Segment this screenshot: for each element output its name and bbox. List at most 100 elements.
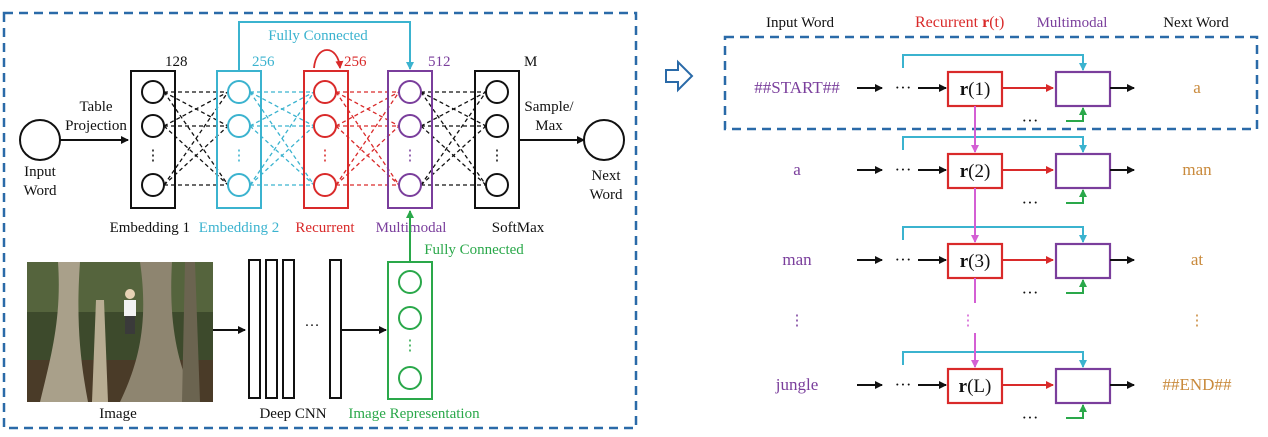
multimodal-node-3 <box>398 173 422 197</box>
recurrent-label: Recurrent <box>295 220 355 236</box>
recurrent-self-loop <box>313 49 344 69</box>
image-feature-arrow <box>1066 189 1087 204</box>
image-repr-vdots: ⋮ <box>403 338 418 354</box>
jungle-photo <box>27 262 213 402</box>
next-word-label-1: Next <box>591 168 621 184</box>
recurrent-state-box <box>946 367 1004 405</box>
multimodal-size: 512 <box>428 54 451 70</box>
recurrent-node-2 <box>313 114 337 138</box>
recurrent-size: 256 <box>344 54 367 70</box>
multimodal-box <box>1054 152 1112 190</box>
multimodal-box <box>1054 242 1112 280</box>
row-dots: ··· <box>895 250 912 269</box>
softmax-node-1 <box>485 80 509 104</box>
embedding1-node-1 <box>141 80 165 104</box>
softmax-vdots: ⋮ <box>490 148 505 164</box>
image-label: Image <box>99 406 137 422</box>
left-panel-border <box>2 11 638 430</box>
embedding2-vdots: ⋮ <box>232 148 247 164</box>
softmax-label: SoftMax <box>492 220 545 236</box>
row-dots: ··· <box>895 160 912 179</box>
recurrent-state-label: r(1) <box>960 79 991 100</box>
embedding-skip-arrow <box>902 54 1087 71</box>
embedding1-node-3 <box>141 173 165 197</box>
multimodal-box <box>1054 70 1112 108</box>
row-next-word: at <box>1191 250 1204 269</box>
row-image-dots: ··· <box>1022 111 1039 130</box>
embedding1-size: 128 <box>165 54 188 70</box>
embedding2-node-2 <box>227 114 251 138</box>
fully-connected-top-label: Fully Connected <box>268 28 368 44</box>
input-word-label-2: Word <box>24 183 57 199</box>
image-feature-arrow <box>1066 107 1087 122</box>
fully-connected-top-arrow <box>238 21 414 71</box>
softmax-size: M <box>524 54 537 70</box>
image-repr-node-3 <box>398 366 422 390</box>
image-feature-arrow <box>1066 279 1087 294</box>
header-recurrent-r: r <box>982 14 989 31</box>
recurrent-state-label: r(L) <box>959 376 992 397</box>
embedding2-size: 256 <box>252 54 275 70</box>
next-word-node <box>583 119 625 161</box>
row-image-dots: ··· <box>1022 408 1039 427</box>
header-recurrent: Recurrent r(t) <box>915 14 1004 31</box>
layer-nodes: ⋮ ⋮ ⋮ ⋮ ⋮ <box>141 80 509 197</box>
image-representation-label: Image Representation <box>348 406 480 422</box>
softmax-node-3 <box>485 173 509 197</box>
multimodal-box <box>1054 367 1112 405</box>
hollow-right-arrow-icon <box>665 59 694 93</box>
recurrent-state-box <box>946 70 1004 108</box>
input-word-label-1: Input <box>24 164 56 180</box>
sample-label-1: Sample/ <box>524 99 574 115</box>
table-projection-label-1: Table <box>79 99 112 115</box>
sample-label-2: Max <box>535 118 563 134</box>
row-input-word: jungle <box>775 375 819 394</box>
connection-line-multimodal-softmax <box>420 125 487 186</box>
embedding1-label: Embedding 1 <box>110 220 190 236</box>
connection-line-embedding2-recurrent <box>249 91 315 127</box>
row-input-word: ##START## <box>754 78 840 97</box>
table-projection-label-2: Projection <box>65 118 127 134</box>
row-image-dots: ··· <box>1022 193 1039 212</box>
row-image-dots: ··· <box>1022 283 1039 302</box>
next-word-label-2: Word <box>590 187 623 203</box>
image-feature-arrow <box>1066 404 1087 419</box>
image-representation-box <box>387 261 433 400</box>
row-next-word: ##END## <box>1163 375 1232 394</box>
header-recurrent-word: Recurrent <box>915 14 979 31</box>
embedding1-box <box>130 70 176 209</box>
multimodal-vdots: ⋮ <box>403 148 418 164</box>
embedding1-vdots: ⋮ <box>146 148 161 164</box>
embedding-skip-arrow <box>902 136 1087 153</box>
recurrent-state-label: r(3) <box>960 251 991 272</box>
embedding-skip-arrow <box>902 226 1087 243</box>
embedding2-label: Embedding 2 <box>199 220 279 236</box>
cnn-layer-1 <box>248 259 261 399</box>
embedding-skip-arrow <box>902 351 1087 368</box>
multimodal-box <box>387 70 433 209</box>
cnn-dots: … <box>305 314 320 330</box>
image-repr-node-1 <box>398 270 422 294</box>
input-vdots: ⋮ <box>790 313 805 329</box>
softmax-node-2 <box>485 114 509 138</box>
multimodal-node-1 <box>398 80 422 104</box>
header-input-word: Input Word <box>766 15 835 31</box>
connection-line-embedding1-embedding2 <box>163 91 229 127</box>
layer-connections <box>163 91 487 186</box>
row-input-word: man <box>782 250 812 269</box>
input-word-node <box>19 119 61 161</box>
next-vdots: ⋮ <box>1190 313 1205 329</box>
connection-line-multimodal-softmax <box>420 91 487 127</box>
row-dots: ··· <box>895 375 912 394</box>
recurrent-vdots: ⋮ <box>318 148 333 164</box>
embedding1-node-2 <box>141 114 165 138</box>
cnn-layer-3 <box>282 259 295 399</box>
embedding2-node-3 <box>227 173 251 197</box>
recurrent-node-1 <box>313 80 337 104</box>
recurrent-box <box>303 70 349 209</box>
cnn-label: Deep CNN <box>259 406 326 422</box>
recurrent-vdots: ⋮ <box>961 313 976 329</box>
row-dots: ··· <box>895 78 912 97</box>
row-input-word: a <box>793 160 801 179</box>
